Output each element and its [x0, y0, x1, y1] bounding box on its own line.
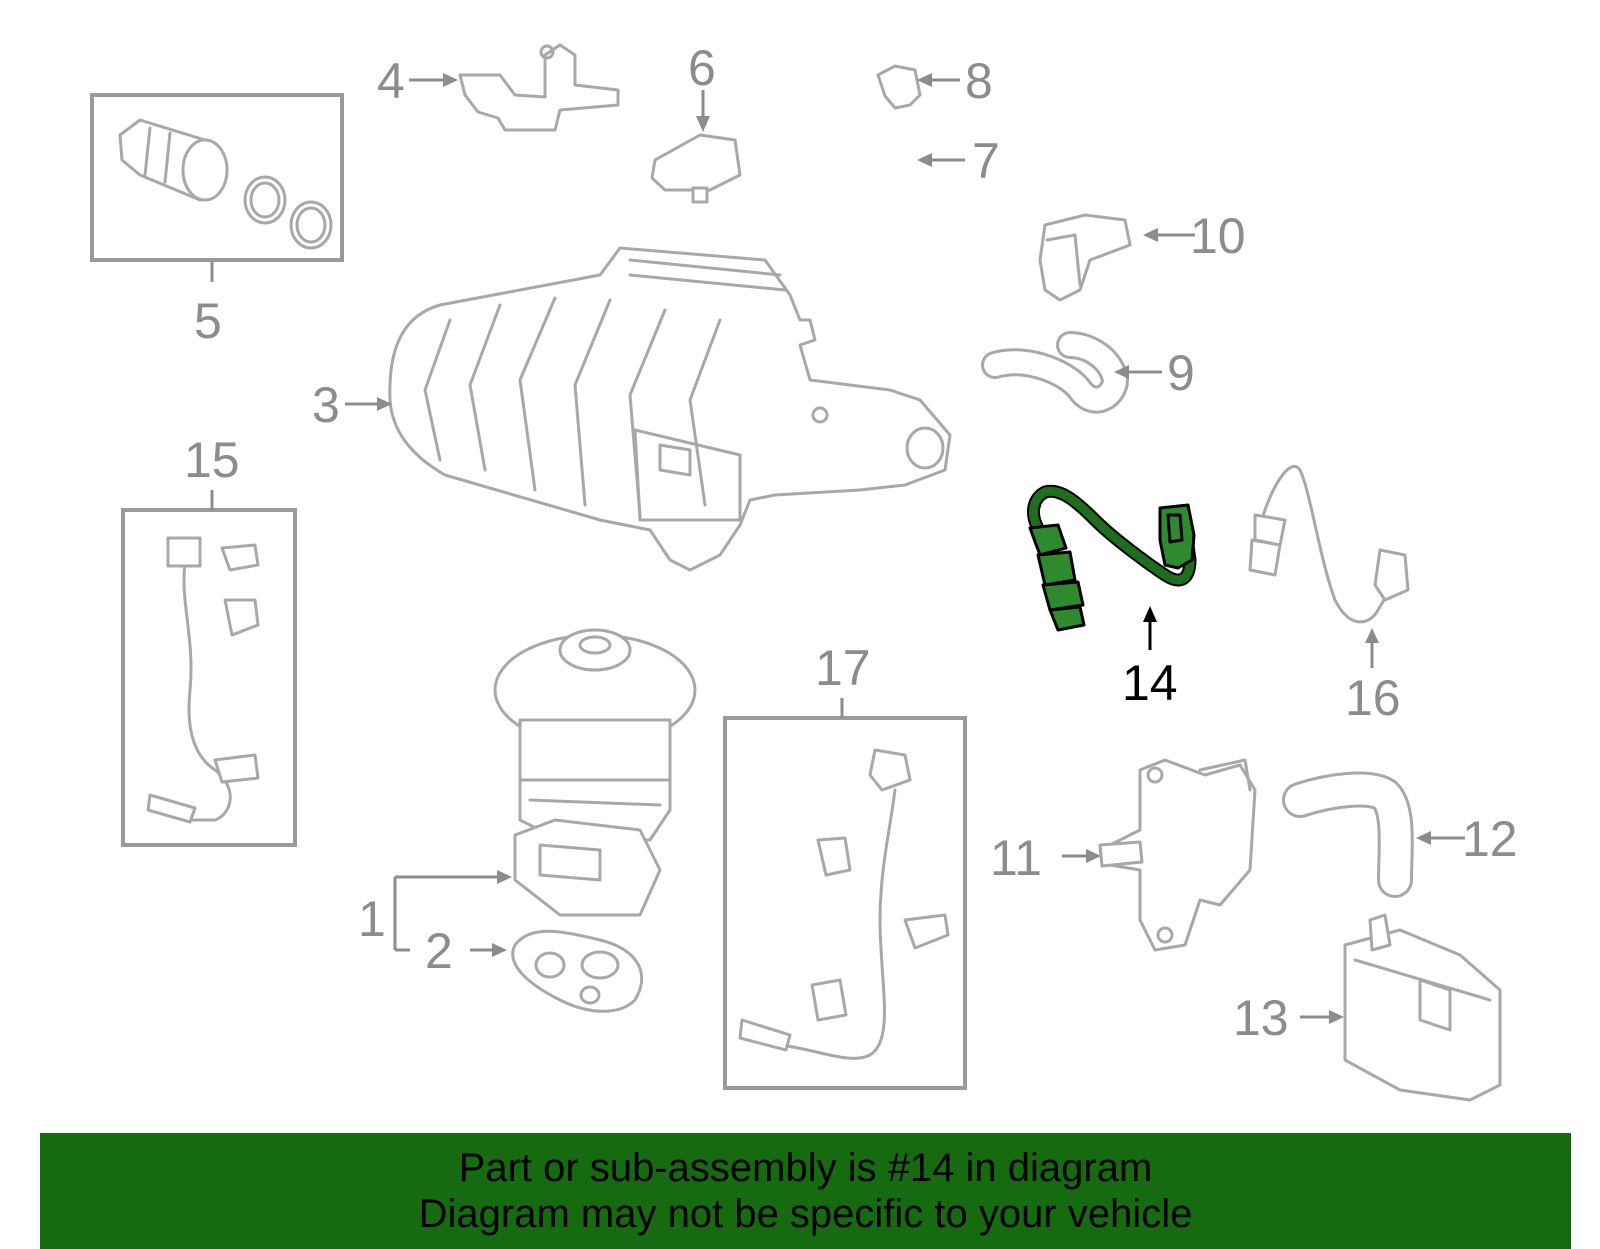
callout-13: 13 — [1233, 990, 1289, 1046]
part-1-egr-valve[interactable] — [393, 628, 697, 950]
callout-15: 15 — [184, 432, 240, 488]
part-16-oxygen-sensor[interactable] — [1248, 465, 1410, 668]
callout-3: 3 — [312, 377, 340, 433]
callout-16: 16 — [1345, 670, 1401, 726]
part-11-solenoid[interactable] — [1062, 758, 1257, 952]
callout-8: 8 — [965, 53, 993, 109]
callout-17: 17 — [815, 640, 871, 696]
part-3-canister[interactable] — [345, 246, 952, 572]
callout-4: 4 — [377, 53, 405, 109]
part-8-cap[interactable] — [876, 64, 960, 110]
part-17-box — [723, 716, 967, 1090]
callout-9: 9 — [1167, 345, 1195, 401]
banner-line-part: Part or sub-assembly is #14 in diagram — [458, 1146, 1153, 1190]
part-12-hose[interactable] — [1282, 771, 1465, 898]
part-5-box — [90, 93, 344, 262]
part-5-kit[interactable] — [90, 93, 344, 282]
info-banner: Part or sub-assembly is #14 in diagram D… — [40, 1133, 1571, 1249]
part-13-resonator[interactable] — [1300, 913, 1502, 1102]
part-10-sensor[interactable] — [1038, 213, 1195, 302]
callout-12: 12 — [1462, 811, 1518, 867]
callout-7: 7 — [972, 133, 1000, 189]
callout-5: 5 — [194, 293, 222, 349]
part-7-hose[interactable] — [774, 111, 965, 187]
part-15-kit[interactable] — [121, 490, 297, 847]
callout-6: 6 — [688, 40, 716, 96]
part-14-oxygen-sensor[interactable] — [1027, 484, 1197, 650]
part-4-bracket[interactable] — [409, 43, 620, 132]
callout-11: 11 — [990, 830, 1042, 886]
callout-1: 1 — [358, 891, 386, 947]
part-9-hose[interactable] — [981, 331, 1162, 414]
callout-2: 2 — [425, 923, 453, 979]
part-17-kit[interactable] — [723, 698, 967, 1090]
callout-10: 10 — [1190, 208, 1246, 264]
part-6-sensor[interactable] — [650, 90, 742, 204]
banner-line-disclaimer: Diagram may not be specific to your vehi… — [418, 1192, 1193, 1236]
part-15-box — [121, 508, 297, 847]
part-2-gasket[interactable] — [395, 929, 644, 1013]
callout-14: 14 — [1122, 655, 1178, 711]
